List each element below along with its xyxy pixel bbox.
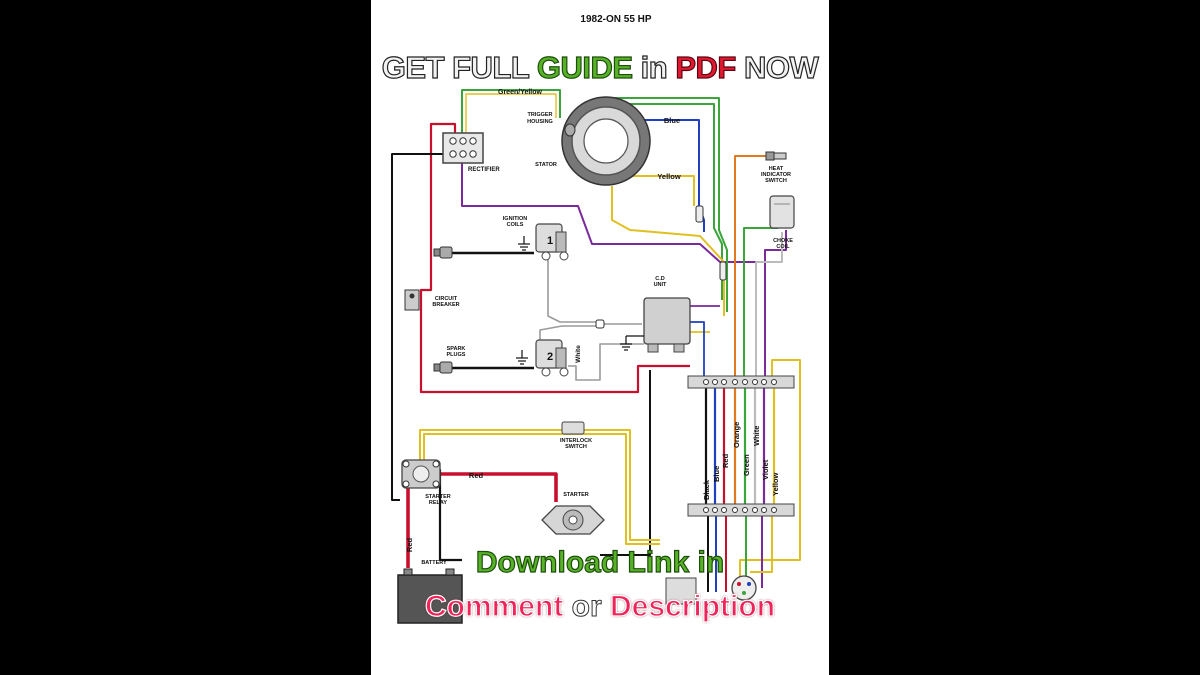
- ignition-coils-label-1: IGNITION: [503, 216, 527, 222]
- download-link-text: Download Link in: [475, 545, 725, 579]
- green-yellow-label: Green/Yellow: [498, 89, 543, 96]
- cd-unit-label-1: C.D: [655, 276, 665, 282]
- interlock-switch-label-2: SWITCH: [565, 444, 587, 450]
- circuit-breaker-label-1: CIRCUIT: [435, 296, 458, 302]
- ignition-coil-2: [535, 339, 569, 377]
- white-wire-label: White: [575, 345, 582, 363]
- wire-yellow-stripe: [465, 93, 557, 135]
- wire-yellow-interlock-2: [423, 433, 660, 545]
- spark-plug-1: [433, 246, 453, 259]
- terminal-strip-lower: [687, 503, 795, 517]
- heat-switch-label-3: SWITCH: [765, 178, 787, 184]
- blue-wire-label: Blue: [664, 116, 680, 125]
- rectifier: [442, 132, 484, 164]
- wire-gray-coil1: [547, 256, 596, 323]
- interlock-switch: [561, 421, 585, 435]
- starter-label: STARTER: [563, 492, 589, 498]
- wire-green-choke: [743, 227, 778, 380]
- starter-relay: [401, 459, 441, 489]
- terminal-strip-upper: [687, 375, 795, 389]
- promo-banner: GET FULL GUIDE in PDF NOW: [371, 49, 829, 86]
- choke-coil-label-2: COIL: [776, 244, 790, 250]
- red-wire-relay-label: Red: [469, 471, 484, 480]
- cd-unit: [643, 297, 691, 353]
- stator-label: STATOR: [535, 162, 557, 168]
- heat-switch-label-1: HEAT: [769, 166, 784, 172]
- wire-black-main: [391, 153, 443, 501]
- spark-plug-2: [433, 361, 453, 374]
- ground-symbol-1: [518, 236, 530, 251]
- coil-2-number: 2: [547, 351, 553, 363]
- interlock-switch-label-1: INTERLOCK: [560, 438, 592, 444]
- lower-harness: [707, 516, 773, 592]
- wire-red-starter: [440, 472, 558, 502]
- harness-label-white: White: [752, 426, 761, 446]
- inline-connector-2: [719, 261, 727, 281]
- comment-text: Comment: [424, 589, 564, 623]
- wire-yellow-right: [739, 359, 801, 595]
- harness-wire-bundle: [704, 388, 776, 510]
- banner-text-now: NOW: [735, 49, 819, 85]
- cd-unit-label-2: UNIT: [654, 282, 667, 288]
- rectifier-label: RECTIFIER: [468, 167, 500, 173]
- choke-coil-label-1: CHOKE: [773, 238, 793, 244]
- wire-yellow-stator: [618, 175, 695, 206]
- wire-green-yellow: [461, 89, 561, 135]
- wire-orange-heat: [734, 155, 766, 380]
- heat-switch-label-2: INDICATOR: [761, 172, 791, 178]
- comment-description-caption: Comment or Description: [400, 589, 800, 624]
- harness-label-orange: Orange: [732, 422, 741, 448]
- coil-1-number: 1: [547, 235, 553, 247]
- harness-plug: [665, 575, 757, 605]
- banner-text-guide: GUIDE: [536, 49, 633, 85]
- wire-green-trigger-2: [604, 97, 728, 312]
- wire-violet-choke: [764, 230, 787, 380]
- starter-relay-label-1: STARTER: [425, 494, 451, 500]
- battery: [397, 568, 463, 624]
- or-text: or: [563, 590, 610, 624]
- banner-text-pdf: PDF: [675, 49, 737, 85]
- yellow-wire-label: Yellow: [657, 172, 681, 181]
- banner-text-get-full: GET FULL: [381, 49, 537, 85]
- wire-gray-white-coil: [568, 343, 644, 381]
- harness-label-black: Black: [702, 479, 711, 500]
- diagram-title: 1982-ON 55 HP: [580, 14, 651, 25]
- wire-white-choke: [755, 232, 783, 380]
- harness-label-green: Green: [742, 454, 751, 476]
- red-wire-battery-label: Red: [405, 537, 414, 552]
- harness-label-blue: Blue: [712, 466, 721, 482]
- battery-label: BATTERY: [421, 560, 447, 566]
- wire-yellow-interlock: [419, 429, 660, 541]
- inline-connector: [695, 205, 704, 223]
- ignition-coils-label-2: COILS: [507, 222, 524, 228]
- trigger-housing-label-1: TRIGGER: [527, 112, 552, 118]
- banner-text-in: in: [632, 49, 676, 85]
- stator-assembly: [561, 96, 651, 186]
- choke-coil: [769, 195, 795, 229]
- gray-connector: [595, 319, 605, 329]
- harness-label-yellow: Yellow: [771, 472, 780, 496]
- circuit-breaker: [404, 289, 420, 311]
- harness-label-violet: Violet: [761, 459, 770, 480]
- harness-label-red: Red: [721, 453, 730, 468]
- spark-plugs-label-2: PLUGS: [447, 352, 466, 358]
- heat-indicator-switch: [765, 151, 787, 161]
- wire-network: [391, 89, 801, 595]
- ground-symbol-2: [516, 350, 528, 365]
- wire-red-loop: [419, 122, 690, 394]
- circuit-breaker-label-2: BREAKER: [432, 302, 459, 308]
- spark-plugs-label-1: SPARK: [447, 346, 466, 352]
- ignition-coil-1: [535, 223, 569, 261]
- wire-black-cd: [600, 370, 651, 556]
- starter-motor: [541, 505, 605, 535]
- wire-cd-out-3: [690, 321, 705, 380]
- trigger-housing-label-2: HOUSING: [527, 119, 553, 125]
- ground-symbol-cd: [620, 335, 644, 351]
- starter-relay-label-2: RELAY: [429, 500, 447, 506]
- download-link-caption: Download Link in: [400, 545, 800, 580]
- wire-violet-rectifier: [461, 162, 760, 263]
- description-text: Description: [609, 589, 776, 623]
